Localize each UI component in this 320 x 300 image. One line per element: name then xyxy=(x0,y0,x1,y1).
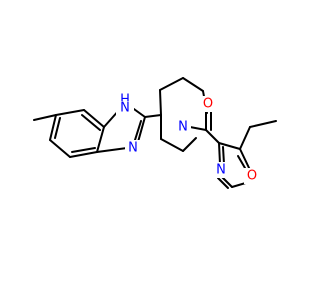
atom-label-nh-n: N xyxy=(120,101,130,116)
bond xyxy=(159,89,162,116)
atom-label-carbonyl-o: O xyxy=(203,97,213,112)
atom-label-oxazole-o: O xyxy=(247,169,257,184)
bond xyxy=(83,109,105,128)
bond xyxy=(160,138,184,152)
bond xyxy=(49,139,71,158)
bond xyxy=(189,126,207,131)
bond xyxy=(159,77,184,91)
bond xyxy=(218,142,241,150)
bond xyxy=(137,116,146,143)
bond xyxy=(49,114,57,141)
bond xyxy=(249,120,277,128)
bond xyxy=(55,109,85,116)
atom-labels: H N N N O N O xyxy=(116,93,260,184)
bond xyxy=(96,147,128,153)
bond xyxy=(71,147,96,153)
bond xyxy=(237,155,246,169)
bond xyxy=(69,151,98,158)
bond xyxy=(239,148,251,171)
bond xyxy=(239,126,251,150)
bond xyxy=(144,114,162,118)
atom-label-imidazole-n: N xyxy=(128,141,138,156)
molecule-structure: H N N N O N O xyxy=(33,77,277,189)
bond xyxy=(134,120,142,141)
atom-label-piperidine-n: N xyxy=(178,120,188,135)
atom-label-oxazole-n: N xyxy=(216,163,226,178)
bond xyxy=(96,126,105,153)
bond xyxy=(205,129,220,144)
bond xyxy=(218,142,221,165)
bond xyxy=(54,117,61,139)
bond xyxy=(182,137,197,152)
bond xyxy=(81,114,101,131)
bond-lines xyxy=(33,77,277,189)
atom-label-nh-h: H xyxy=(120,93,130,108)
bond xyxy=(182,77,204,92)
bond xyxy=(217,177,229,189)
bond xyxy=(222,146,225,165)
bond xyxy=(33,114,57,121)
